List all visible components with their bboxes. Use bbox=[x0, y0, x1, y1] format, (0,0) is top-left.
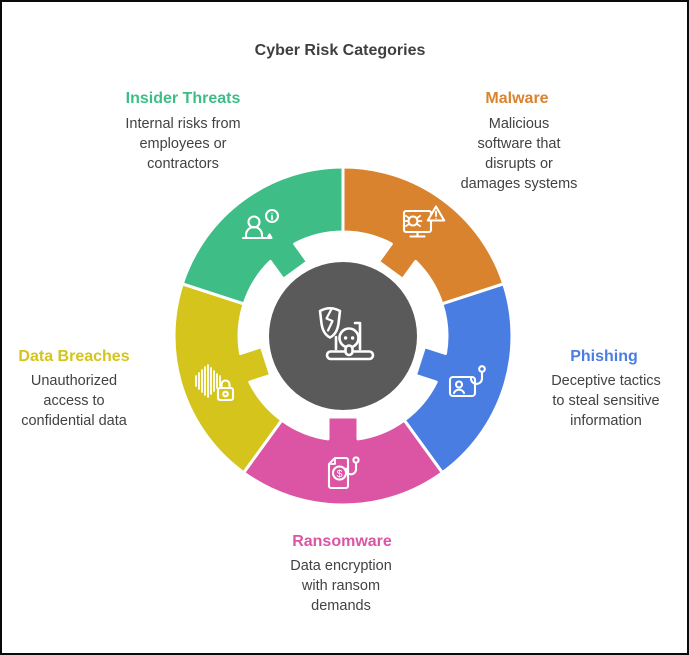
center-circle bbox=[269, 262, 417, 410]
ransom-note-fishhook-icon: $ bbox=[327, 456, 360, 490]
label-ransomware: Ransomware bbox=[292, 533, 392, 550]
desc-data-breaches: Unauthorized access to confidential data bbox=[21, 373, 127, 429]
desc-malware: Malicious software that disrupts or dama… bbox=[460, 116, 578, 192]
label-malware: Malware bbox=[485, 90, 549, 107]
desc-insider-threats: Internal risks from employees or contrac… bbox=[125, 116, 241, 172]
label-data-breaches: Data Breaches bbox=[18, 348, 130, 365]
monitor-bug-warning-icon bbox=[402, 205, 446, 238]
desc-phishing: Deceptive tactics to steal sensitive inf… bbox=[551, 373, 661, 429]
page-title: Cyber Risk Categories bbox=[254, 42, 426, 59]
label-insider-threats: Insider Threats bbox=[125, 90, 241, 107]
segment-data-breaches bbox=[172, 282, 284, 475]
desc-ransomware: Data encryption with ransom demands bbox=[290, 558, 392, 614]
person-info-desk-icon bbox=[241, 208, 280, 240]
data-wave-padlock-icon bbox=[195, 364, 235, 402]
label-phishing: Phishing bbox=[570, 348, 638, 365]
id-card-fishhook-icon bbox=[448, 365, 486, 398]
compromised-laptop-shield-skull-icon bbox=[318, 306, 375, 361]
dollar-glyph: $ bbox=[337, 468, 343, 480]
